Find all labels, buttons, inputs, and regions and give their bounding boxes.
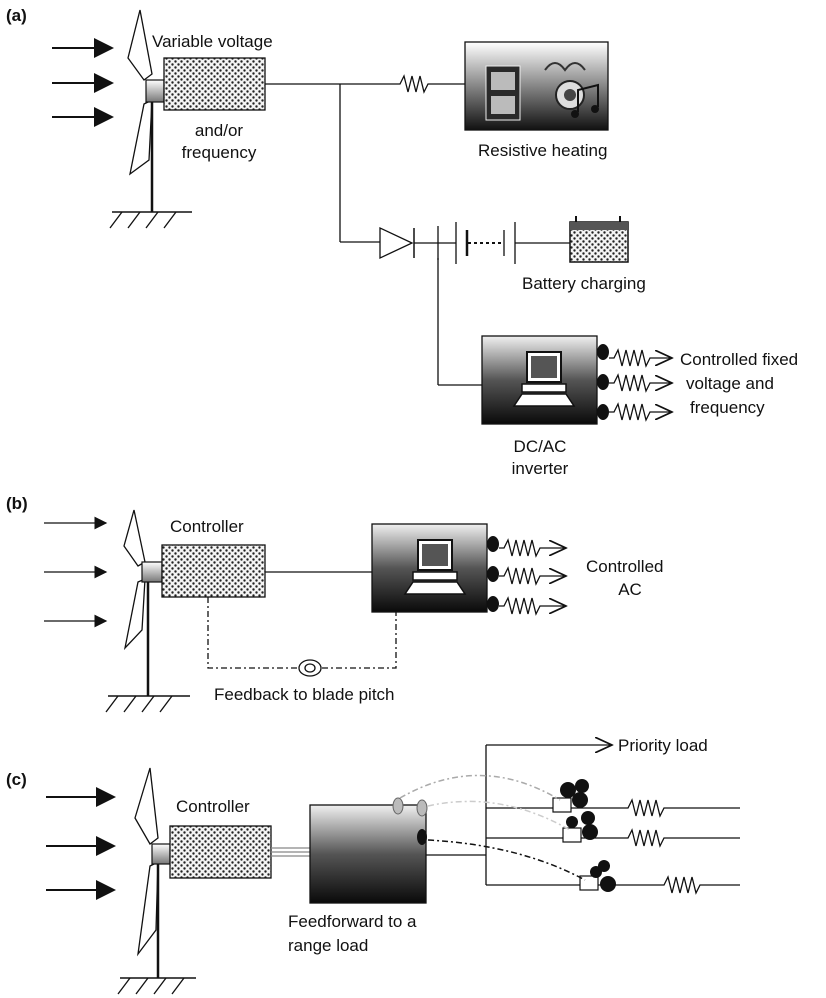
output-label: Controlled fixed: [680, 350, 799, 369]
controller-box-c: [169, 825, 272, 879]
output-label: voltage and: [686, 374, 774, 393]
battery-label: Battery charging: [522, 274, 646, 293]
inverter-box-a: [481, 335, 598, 425]
feedback-loop: [207, 597, 397, 677]
inverter-outputs-a: [597, 344, 672, 422]
wind-turbine: [105, 509, 190, 713]
output-label: frequency: [690, 398, 765, 417]
feedforward-signals: [399, 774, 586, 881]
feedforward-label: Feedforward to a: [288, 912, 417, 931]
battery-icon: [569, 216, 629, 263]
panel-c-tag: (c): [6, 770, 27, 789]
output-label: AC: [618, 580, 642, 599]
priority-load-label: Priority load: [618, 736, 708, 755]
panel-a: [52, 9, 672, 425]
wind-turbine: [117, 767, 196, 995]
inverter-outputs-b: [487, 536, 566, 616]
generator-label: frequency: [181, 143, 257, 162]
converter-box: [163, 57, 266, 111]
panel-b-tag: (b): [6, 494, 28, 513]
heater-label: Resistive heating: [478, 141, 608, 160]
heater-box: [464, 41, 609, 131]
controller-box-b: [161, 544, 266, 598]
feedback-label: Feedback to blade pitch: [214, 685, 395, 704]
load-controller-box: [309, 804, 427, 904]
panel-c: [46, 745, 740, 995]
wind-turbine: [109, 9, 192, 229]
load-switches: [552, 779, 616, 892]
feedforward-label: range load: [288, 936, 369, 955]
inverter-box-b: [371, 523, 488, 613]
load-lines: [486, 798, 740, 895]
inverter-label: inverter: [511, 459, 569, 478]
heater-resistor: [393, 74, 470, 94]
diode: [379, 226, 415, 260]
inverter-label: DC/AC: [513, 437, 567, 456]
output-label: Controlled: [586, 557, 664, 576]
controller-label: Controller: [170, 517, 244, 536]
panel-a-tag: (a): [6, 6, 27, 25]
generator-label: Variable voltage: [152, 32, 273, 51]
controller-label: Controller: [176, 797, 250, 816]
panel-b: [44, 509, 566, 713]
generator-label: and/or: [194, 121, 244, 140]
